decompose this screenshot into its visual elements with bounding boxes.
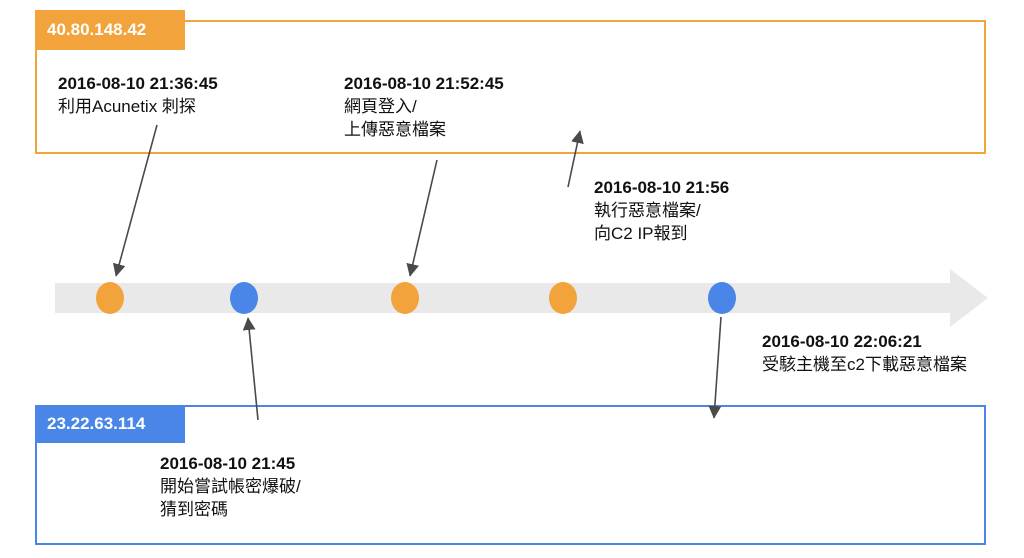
event-time: 2016-08-10 21:56	[594, 178, 730, 197]
event-acunetix-probe: 2016-08-10 21:36:45 利用Acunetix 刺探	[58, 72, 218, 118]
timeline-dot-execute-malware	[549, 282, 577, 314]
timeline-arrow-body	[55, 283, 950, 313]
bottom-ip-tab: 23.22.63.114	[35, 405, 185, 443]
event-web-login-upload: 2016-08-10 21:52:45 網頁登入/ 上傳惡意檔案	[344, 72, 504, 141]
event-desc-line: 利用Acunetix 刺探	[58, 97, 196, 116]
timeline-dot-bruteforce	[230, 282, 258, 314]
event-time: 2016-08-10 22:06:21	[762, 332, 922, 351]
timeline-dot-web-login-upload	[391, 282, 419, 314]
event-desc-line: 上傳惡意檔案	[344, 120, 446, 139]
timeline-dot-acunetix-probe	[96, 282, 124, 314]
top-ip-tab: 40.80.148.42	[35, 10, 185, 50]
event-desc-line: 向C2 IP報到	[594, 224, 688, 243]
bottom-ip-label: 23.22.63.114	[47, 414, 146, 433]
event-time: 2016-08-10 21:52:45	[344, 74, 504, 93]
event-desc-line: 網頁登入/	[344, 97, 417, 116]
event-time: 2016-08-10 21:36:45	[58, 74, 218, 93]
event-desc-line: 開始嘗試帳密爆破/	[160, 477, 301, 496]
event-time: 2016-08-10 21:45	[160, 454, 296, 473]
top-ip-label: 40.80.148.42	[47, 20, 147, 39]
event-desc-line: 受駭主機至c2下載惡意檔案	[762, 355, 967, 374]
event-execute-malware: 2016-08-10 21:56 執行惡意檔案/ 向C2 IP報到	[594, 176, 729, 245]
event-desc-line: 猜到密碼	[160, 500, 228, 519]
connector-arrow-web-login	[406, 159, 438, 277]
connector-arrow-c2-download	[708, 316, 722, 419]
bottom-ip-group-box	[35, 405, 986, 545]
event-bruteforce: 2016-08-10 21:45 開始嘗試帳密爆破/ 猜到密碼	[160, 452, 301, 521]
event-c2-download: 2016-08-10 22:06:21 受駭主機至c2下載惡意檔案	[762, 330, 967, 376]
timeline-dot-c2-download	[708, 282, 736, 314]
event-desc-line: 執行惡意檔案/	[594, 201, 701, 220]
top-ip-group-box	[35, 20, 986, 154]
timeline-arrowhead-icon	[950, 269, 988, 327]
